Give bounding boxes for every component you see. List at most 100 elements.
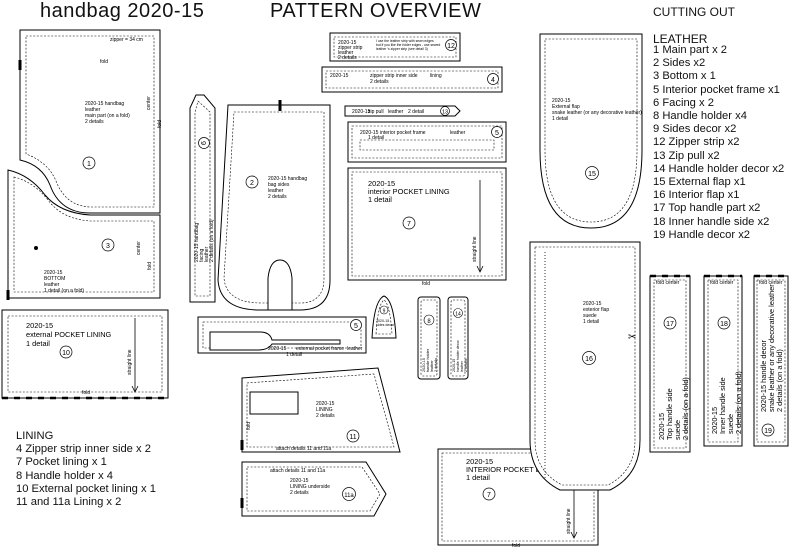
piece-7b-fold: fold <box>512 543 520 549</box>
piece-4-label: 2 details <box>370 79 389 85</box>
piece-19-label: 2020-15 handle decor <box>759 340 768 412</box>
piece-18-number: 18 <box>720 321 728 328</box>
piece-4-label: lining <box>430 73 442 79</box>
piece-11a-label: 2020-15 <box>290 478 309 484</box>
piece-8-handle-holder: 8 2020-15 handle holder leather 2 detail… <box>417 296 441 380</box>
piece-13-label: zip pull <box>368 109 384 115</box>
cutting-item: 2 Sides x2 <box>653 57 706 70</box>
piece-10-label: 1 detail <box>26 339 50 348</box>
piece-2-label: leather <box>268 188 284 194</box>
piece-19-number-badge <box>761 423 775 437</box>
piece-11-label: LINING <box>316 407 333 413</box>
piece-10-label: 2020-15 <box>26 321 53 330</box>
piece-2-number-badge <box>245 175 259 189</box>
piece-1-number-badge <box>82 156 96 170</box>
piece-2-bag-sides: 2 2020-15 handbag bag sides leather 2 de… <box>217 100 331 311</box>
piece-7b-number: 7 <box>487 492 491 499</box>
piece-5b-number-badge <box>350 319 362 331</box>
piece-3-center: center <box>136 241 142 255</box>
piece-3-bottom: center fold 2020-15 BOTTOM leather 1 det… <box>6 169 161 300</box>
piece-9-label: 2020-15 <box>376 319 389 323</box>
piece-8-label: 2 details <box>434 358 438 372</box>
piece-8-number: 8 <box>427 319 431 325</box>
piece-7a-fold: fold <box>422 281 430 287</box>
piece-9-sides-decor: 2020-15 sides decor 9 <box>371 295 397 339</box>
cutting-item: 12 Zipper strip x2 <box>653 136 740 149</box>
piece-5b-label: 1 detail <box>286 352 302 358</box>
piece-15-label: snake leather (or any decorative leather… <box>552 110 642 116</box>
piece-7b-label: 1 detail <box>466 473 490 482</box>
piece-7a-number-badge <box>402 216 416 230</box>
piece-6-label: 2020-15 handbag <box>194 223 200 262</box>
piece-18-label: 2020-15 <box>710 407 719 434</box>
piece-2-number: 2 <box>250 180 254 187</box>
piece-1-zipper: zipper = 34 cm <box>110 37 143 43</box>
piece-11a-attach: attach details 11 and 11a <box>270 468 325 474</box>
piece-12-zipper-strip: 2020-15 zipper strip leather 2 details I… <box>329 32 461 62</box>
piece-13-number-badge <box>440 106 450 116</box>
lining-item: 7 Pocket lining x 1 <box>16 456 107 469</box>
piece-1-number: 1 <box>87 161 91 168</box>
piece-11a-number-badge <box>342 487 356 501</box>
piece-10-grain: straight line <box>127 349 133 375</box>
piece-18-number-badge <box>717 316 731 330</box>
piece-10-fold: fold <box>82 390 90 396</box>
piece-19-handle-decor: fold center 2020-15 handle decor snake l… <box>753 274 789 447</box>
piece-14-number: 14 <box>455 312 461 318</box>
piece-15-number: 15 <box>588 171 596 178</box>
piece-15-label: 1 detail <box>552 116 568 122</box>
piece-8-label: leather <box>430 360 434 372</box>
piece-14-number-badge <box>453 308 463 318</box>
cutting-item: 3 Bottom x 1 <box>653 70 716 83</box>
piece-19-top: fold center <box>759 280 783 286</box>
piece-12-label: 2020-15 <box>338 40 357 46</box>
piece-7b-number-badge <box>482 487 496 501</box>
piece-3-number-badge <box>101 238 115 252</box>
piece-2-label: 2020-15 handbag <box>268 176 307 182</box>
piece-18-top: fold center <box>710 280 734 286</box>
piece-3-label: 2020-15 <box>44 270 63 276</box>
lining-item: 4 Zipper strip inner side x 2 <box>16 443 151 456</box>
piece-6-number: 6 <box>201 141 208 145</box>
piece-19-number: 19 <box>764 428 772 435</box>
piece-3-label: 1 detail (on a fold) <box>44 288 84 294</box>
piece-19-label: 2 details (on a fold) <box>775 349 784 412</box>
piece-14-label: handle holder decor <box>456 339 460 372</box>
piece-11a-label: 2 details <box>290 490 309 496</box>
piece-7a-grain: straight line <box>472 236 478 262</box>
piece-12-number-badge <box>445 39 457 51</box>
scissors-icon: ✂ <box>628 332 636 343</box>
piece-17-label: suede <box>673 420 682 440</box>
piece-2-label: bag sides <box>268 182 290 188</box>
piece-7a-number: 7 <box>407 221 411 228</box>
piece-6-number-badge <box>198 137 210 149</box>
piece-11-pocket-opening <box>249 391 299 415</box>
piece-7b-label: INTERIOR POCKET LINING <box>466 465 561 474</box>
cutting-list: 1 Main part x 2 2 Sides x2 3 Bottom x 1 … <box>653 44 784 242</box>
piece-13-label: 2020-15 <box>352 109 371 115</box>
piece-8-number-badge <box>423 314 435 326</box>
piece-14-label: 2020-15 <box>452 359 456 372</box>
piece-15-external-flap: 2020-15 External flap snake leather (or … <box>539 33 643 229</box>
cutting-item: 1 Main part x 2 <box>653 44 727 56</box>
piece-12-note: I use the leather strip with sewn edges <box>376 39 434 43</box>
piece-5b-label: leather <box>347 346 363 352</box>
piece-5a-number: 5 <box>495 130 499 137</box>
piece-13-zip-pull: 2020-15 zip pull leather 2 detail 13 <box>344 105 461 117</box>
piece-4-label: 2020-15 <box>330 73 349 79</box>
piece-8-label: handle holder <box>426 348 430 372</box>
piece-9-number-badge <box>379 305 389 315</box>
piece-12-label: 2 details <box>338 55 357 61</box>
cutting-item: 18 Inner handle side x2 <box>653 215 770 228</box>
piece-3-marker-dot <box>34 246 38 250</box>
cutting-item: 19 Handle decor x2 <box>653 228 751 241</box>
piece-7a-label: 2020-15 <box>368 179 395 188</box>
piece-1-center: center <box>146 96 152 110</box>
piece-14-handle-holder-decor: 14 2020-15 handle holder decor leather 2… <box>447 296 469 380</box>
piece-11a-number: 11a <box>344 493 354 499</box>
piece-7-interior-pocket-lining-bottom: 2020-15 INTERIOR POCKET LINING 1 detail … <box>437 448 599 549</box>
piece-13-number: 13 <box>442 110 448 116</box>
piece-8-label: 2020-15 <box>422 358 426 372</box>
piece-7a-label: interior POCKET LINING <box>368 187 450 196</box>
